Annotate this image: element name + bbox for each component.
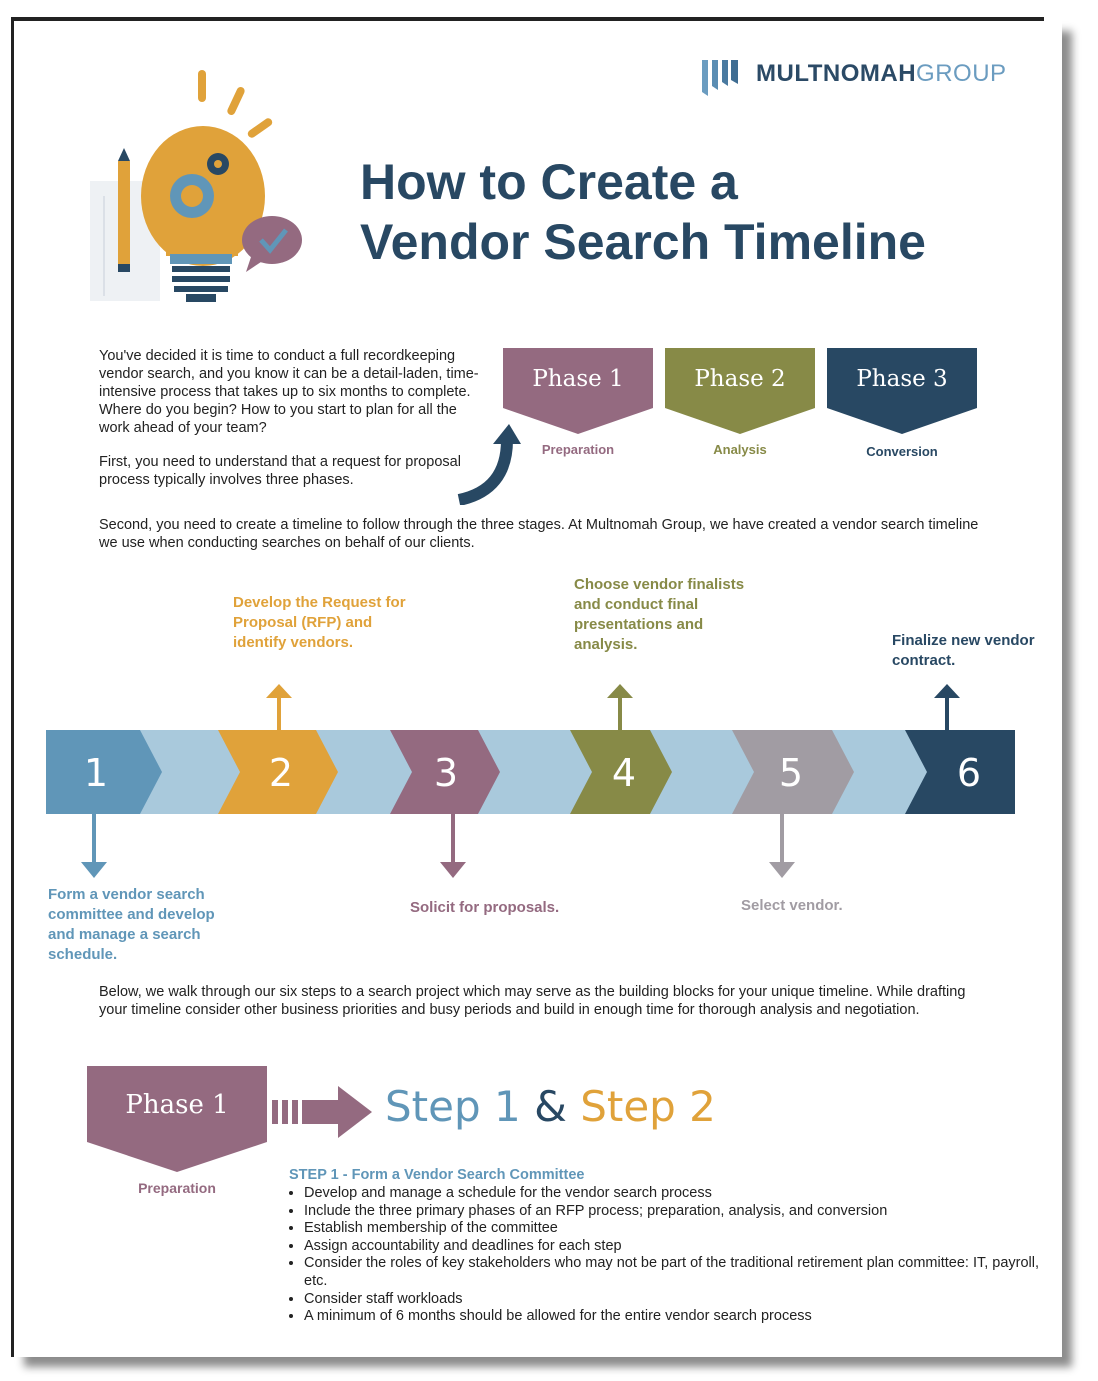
- step-4-caption: Choose vendor finalists and conduct fina…: [574, 576, 745, 653]
- bullet-item: Develop and manage a schedule for the ve…: [304, 1185, 1054, 1203]
- phase-1-label: Phase 1: [532, 366, 624, 392]
- heading-step-2: Step 2: [580, 1082, 716, 1131]
- brand-name: MULTNOMAHGROUP: [756, 60, 1007, 88]
- heading-step-1: Step 1: [385, 1082, 521, 1131]
- step-6-number: 6: [957, 751, 981, 795]
- phase-1-sub: Preparation: [541, 442, 615, 457]
- step-4-number: 4: [612, 751, 636, 795]
- below-paragraph: Below, we walk through our six steps to …: [99, 984, 966, 1018]
- step-1-title: STEP 1 - Form a Vendor Search Committee: [289, 1167, 585, 1183]
- section-phase-graphic: [87, 1066, 372, 1172]
- phase-3-shape: [827, 348, 977, 434]
- section-phase-shape: [87, 1066, 267, 1172]
- phase-3-sub: Conversion: [866, 444, 938, 459]
- step-5-chevron: [732, 730, 854, 814]
- bullet-item: Consider staff workloads: [304, 1291, 1054, 1309]
- brand-light: GROUP: [916, 60, 1007, 87]
- lightbulb-illustration-icon: [90, 70, 302, 302]
- arrowhead-down-icon: [81, 862, 107, 878]
- right-arrow-icon: [302, 1086, 372, 1138]
- step-1-chevron: [46, 730, 162, 814]
- heading-amp: &: [534, 1082, 567, 1131]
- frame-border-left: [11, 17, 14, 1357]
- timeline-bar: [46, 730, 1015, 814]
- step-6-chevron: [905, 730, 1015, 814]
- bullet-item: Include the three primary phases of an R…: [304, 1203, 1054, 1221]
- step-2-caption: Develop the Request for Proposal (RFP) a…: [233, 594, 406, 651]
- curved-arrow-icon: [457, 424, 521, 505]
- arrowhead-down-icon: [769, 862, 795, 878]
- bullet-item: A minimum of 6 months should be allowed …: [304, 1308, 1054, 1326]
- step-1-caption: Form a vendor search committee and devel…: [48, 886, 215, 963]
- title-line-2: Vendor Search Timeline: [360, 214, 926, 270]
- intro-paragraph-1: You've decided it is time to conduct a f…: [99, 348, 479, 436]
- phase-2-sub: Analysis: [713, 442, 767, 457]
- section-heading: Step 1 & Step 2: [385, 1082, 716, 1131]
- section-phase-sub: Preparation: [138, 1180, 216, 1196]
- arrowhead-up-icon: [607, 684, 633, 698]
- phase-2-label: Phase 2: [694, 366, 786, 392]
- phase-3-label: Phase 3: [856, 366, 948, 392]
- bullet-item: Assign accountability and deadlines for …: [304, 1238, 1054, 1256]
- step-1-bullets: Develop and manage a schedule for the ve…: [286, 1185, 1054, 1326]
- brand-bold: MULTNOMAH: [756, 60, 917, 87]
- frame-border-top: [12, 17, 1044, 21]
- multnomah-logo-icon: [702, 60, 738, 96]
- bullet-item: Consider the roles of key stakeholders w…: [304, 1255, 1054, 1290]
- step-2-chevron: [218, 730, 338, 814]
- section-phase-label: Phase 1: [125, 1090, 229, 1120]
- step-4-chevron: [570, 730, 672, 814]
- phase-2-shape: [665, 348, 815, 434]
- step-6-caption: Finalize new vendor contract.: [892, 632, 1035, 669]
- step-3-chevron: [390, 730, 500, 814]
- arrowhead-down-icon: [440, 862, 466, 878]
- step-3-caption: Solicit for proposals.: [410, 899, 560, 916]
- phases-graphic: [503, 348, 977, 434]
- step-2-number: 2: [269, 751, 293, 795]
- bullet-item: Establish membership of the committee: [304, 1220, 1054, 1238]
- step-1-number: 1: [84, 751, 108, 795]
- timeline-graphic: 1 2 3 4 5 6: [46, 684, 1015, 878]
- arrowhead-up-icon: [934, 684, 960, 698]
- step-5-number: 5: [779, 751, 803, 795]
- step-5-caption: Select vendor.: [741, 897, 843, 914]
- title-line-1: How to Create a: [360, 154, 738, 210]
- arrowhead-up-icon: [266, 684, 292, 698]
- intro-paragraph-3: Second, you need to create a timeline to…: [99, 517, 979, 551]
- step-3-number: 3: [434, 751, 458, 795]
- page-title: How to Create a Vendor Search Timeline: [360, 152, 926, 272]
- intro-paragraph-2: First, you need to understand that a req…: [99, 454, 461, 488]
- phase-1-shape: [503, 348, 653, 434]
